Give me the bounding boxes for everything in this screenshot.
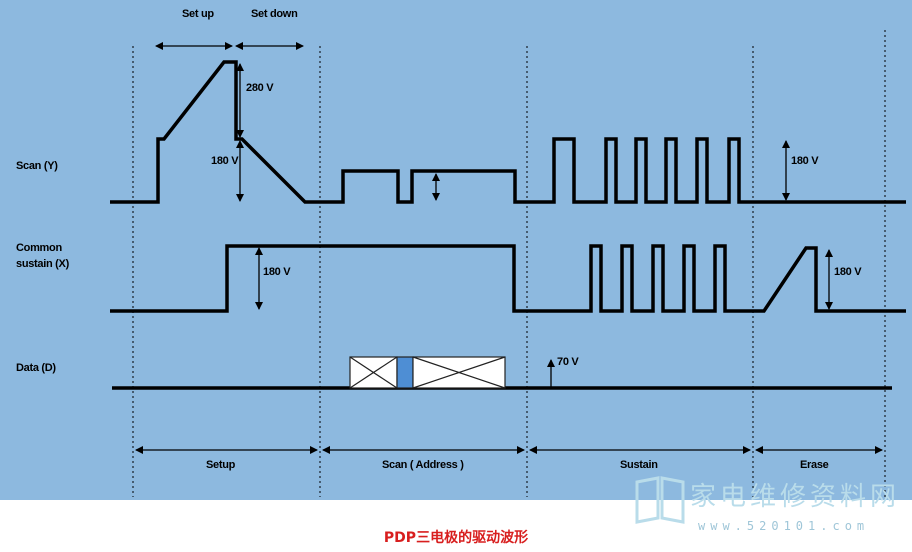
voltage-180-scan-setup-label: 180 V bbox=[211, 155, 239, 167]
setup-label: Set up bbox=[182, 8, 214, 20]
data-address-blocks bbox=[349, 356, 506, 389]
voltage-180-common-erase-label: 180 V bbox=[834, 266, 862, 278]
period-setup-label: Setup bbox=[206, 459, 236, 471]
setdown-label: Set down bbox=[251, 8, 298, 20]
common-sustain-waveform bbox=[110, 244, 906, 313]
voltage-180-scan-sustain-label: 180 V bbox=[791, 155, 819, 167]
diagram-caption: PDP三电极的驱动波形 bbox=[383, 530, 529, 546]
common-row-label-line2: sustain (X) bbox=[16, 258, 69, 270]
period-sustain-label: Sustain bbox=[620, 459, 658, 471]
watermark-url: www.520101.com bbox=[698, 519, 870, 533]
period-erase-label: Erase bbox=[800, 459, 829, 471]
period-scan-label: Scan ( Address ) bbox=[382, 459, 464, 471]
watermark-title: 家电维修资料网 bbox=[690, 482, 901, 512]
voltage-180-common-setup-label: 180 V bbox=[263, 266, 291, 278]
scan-waveform bbox=[110, 60, 906, 204]
watermark-book-icon bbox=[635, 476, 685, 524]
scan-row-label: Scan (Y) bbox=[16, 160, 58, 172]
voltage-70-label: 70 V bbox=[557, 356, 579, 368]
common-row-label-line1: Common bbox=[16, 242, 62, 254]
diagram-background bbox=[0, 0, 912, 500]
period-dividers bbox=[132, 30, 886, 497]
waveform-diagram bbox=[110, 30, 906, 497]
data-row-label: Data (D) bbox=[16, 362, 56, 374]
voltage-arrows bbox=[236, 63, 833, 387]
voltage-280-label: 280 V bbox=[246, 82, 274, 94]
